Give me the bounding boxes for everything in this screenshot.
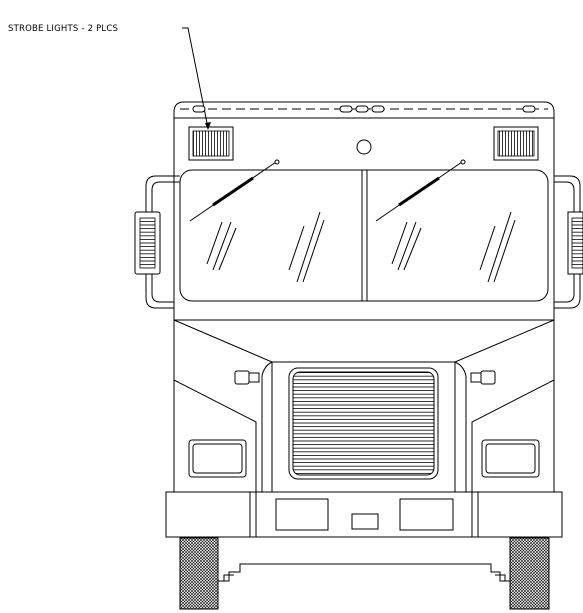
- strobe-lights-callout: STROBE LIGHTS - 2 PLCS: [8, 24, 211, 130]
- wiper-right: [375, 159, 466, 222]
- left-fender-line: [173, 379, 257, 492]
- right-turn-signal: [470, 370, 496, 385]
- center-round-light: [356, 139, 372, 155]
- left-mirror-face: [139, 217, 156, 269]
- radiator-grille-outer: [288, 367, 439, 480]
- windshield: [179, 169, 549, 302]
- front-axle-line: [218, 563, 510, 582]
- wiper-left: [189, 159, 280, 222]
- strobe-light-left: [188, 126, 234, 161]
- leader-arrowhead: [205, 122, 211, 130]
- right-fender-line: [471, 379, 555, 492]
- license-plate-light: [351, 513, 379, 530]
- left-headlight: [188, 439, 247, 478]
- right-headlight: [481, 439, 540, 478]
- clearance-lights: [192, 105, 536, 113]
- right-mirror-face: [571, 217, 583, 269]
- bumper-panel-right: [399, 498, 454, 531]
- hood-left-edge: [261, 361, 273, 492]
- callout-label: STROBE LIGHTS - 2 PLCS: [8, 24, 118, 34]
- left-tow-hook: [223, 574, 234, 581]
- hood-fold-lines: [173, 319, 555, 363]
- radiator-grille: [292, 371, 435, 476]
- bumper-panel-left: [275, 498, 329, 531]
- hood-right-edge: [454, 361, 467, 492]
- strobe-light-right: [493, 126, 539, 161]
- grille-frame-sides: [271, 362, 456, 492]
- glass-reflections: [206, 211, 516, 283]
- right-tow-hook: [495, 574, 506, 581]
- leader-line: [182, 27, 209, 129]
- left-tire: [179, 537, 219, 610]
- cab-body: [173, 101, 555, 493]
- left-turn-signal: [234, 370, 260, 385]
- right-tire: [509, 537, 550, 610]
